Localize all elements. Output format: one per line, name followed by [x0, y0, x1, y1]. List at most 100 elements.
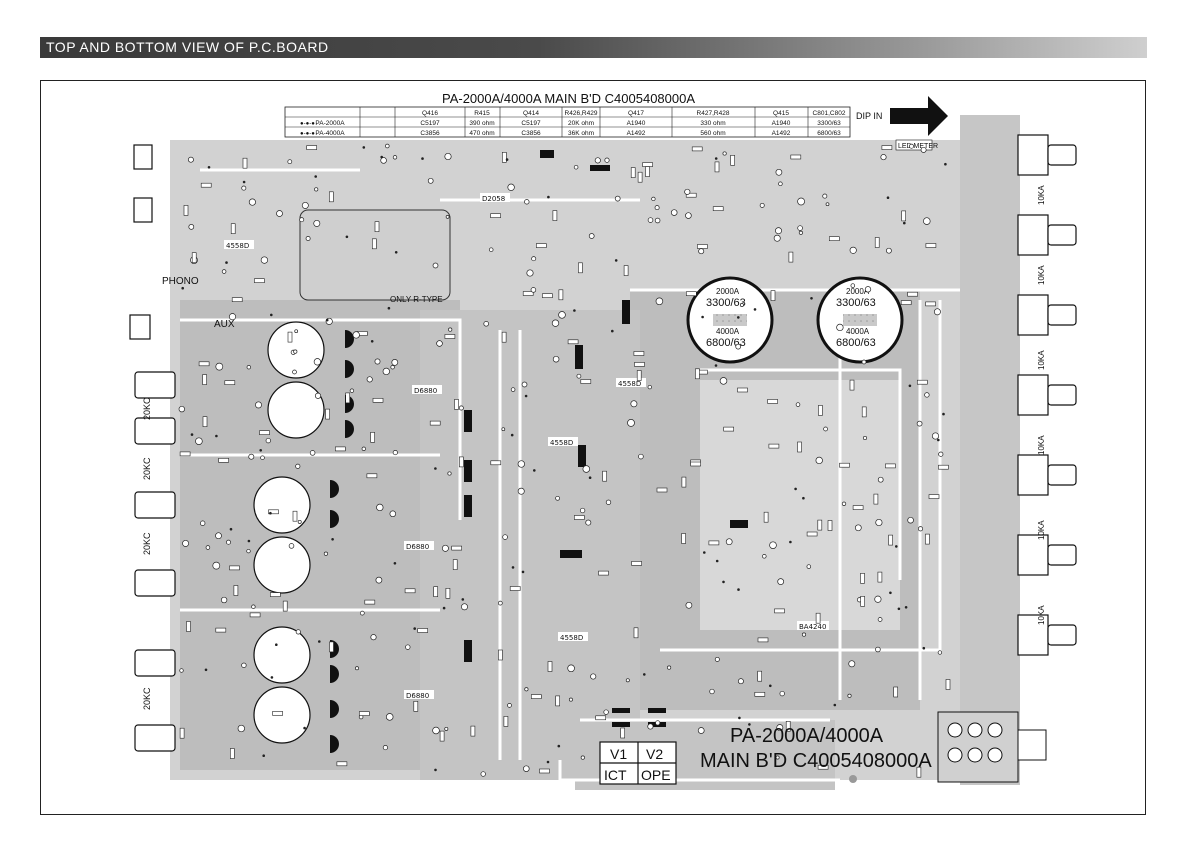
- component-footprint: [276, 210, 283, 217]
- component-footprint: [404, 588, 416, 594]
- component-footprint: [295, 463, 301, 469]
- component-footprint: [916, 766, 922, 778]
- component-footprint: [390, 365, 395, 370]
- ic-label-1: 4558D: [226, 242, 249, 250]
- component-footprint: [247, 539, 251, 543]
- component-footprint: [578, 262, 583, 274]
- component-footprint: [392, 155, 398, 160]
- component-footprint: [511, 566, 515, 569]
- component-footprint: [323, 551, 328, 556]
- component-footprint: [502, 534, 508, 540]
- spec-cell: 20K ohm: [568, 120, 594, 127]
- component-footprint: [269, 511, 272, 515]
- component-footprint: [775, 168, 783, 176]
- component-footprint: [790, 154, 802, 160]
- component-footprint: [698, 248, 705, 255]
- spec-cell: C5197: [521, 120, 541, 127]
- component-footprint: [417, 628, 429, 633]
- component-footprint: [567, 664, 575, 673]
- version-ict: ICT: [604, 767, 627, 783]
- component-footprint: [841, 501, 847, 506]
- component-footprint: [697, 727, 705, 734]
- dip-in-label: DIP IN: [856, 111, 882, 121]
- right-connector-6: 10KA: [1037, 605, 1046, 625]
- component-footprint: [524, 687, 529, 692]
- component-footprint: [380, 157, 387, 164]
- component-footprint: [691, 146, 703, 152]
- component-footprint: [432, 262, 439, 269]
- component-footprint: [806, 564, 812, 569]
- component-footprint: [708, 540, 720, 546]
- component-footprint: [847, 693, 852, 698]
- component-footprint: [860, 595, 865, 607]
- ic-label-6: D6880: [414, 387, 437, 395]
- component-footprint: [759, 202, 765, 208]
- component-footprint: [524, 199, 530, 205]
- component-footprint: [555, 695, 561, 707]
- component-footprint: [547, 195, 550, 199]
- component-footprint: [282, 600, 288, 612]
- component-footprint: [928, 494, 940, 499]
- component-footprint: [789, 540, 792, 544]
- component-footprint: [178, 405, 185, 413]
- component-footprint: [681, 533, 686, 544]
- component-footprint: [778, 181, 783, 187]
- component-footprint: [907, 516, 914, 524]
- component-footprint: [815, 456, 823, 465]
- transistors: [330, 330, 354, 753]
- spec-row-marker: ●-●-●: [300, 121, 315, 127]
- component-footprint: [546, 760, 550, 764]
- component-footprint: [762, 554, 767, 559]
- component-footprint: [260, 256, 269, 264]
- component-footprint: [822, 193, 828, 199]
- component-footprint: [392, 450, 398, 456]
- component-footprint: [405, 644, 411, 650]
- board-top-title: PA-2000A/4000A MAIN B'D C4005408000A: [442, 91, 695, 106]
- component-footprint: [770, 290, 776, 301]
- spec-cell: PA-4000A: [315, 130, 345, 137]
- component-footprint: [292, 510, 298, 522]
- component-footprint: [551, 319, 560, 327]
- component-footprint: [573, 515, 585, 520]
- component-footprint: [875, 518, 883, 527]
- left-connector-2: 20KC: [142, 457, 152, 480]
- speaker-terminal-block: [937, 711, 1047, 783]
- component-footprint: [445, 587, 451, 599]
- component-footprint: [509, 586, 521, 591]
- component-footprint: [797, 197, 805, 206]
- component-footprint: [385, 713, 394, 721]
- component-footprint: [259, 449, 263, 452]
- right-connector-3: 10KA: [1037, 350, 1046, 370]
- component-footprint: [738, 716, 741, 720]
- component-footprint: [614, 259, 618, 262]
- component-footprint: [444, 726, 449, 731]
- component-footprint: [849, 246, 857, 254]
- component-footprint: [945, 679, 951, 690]
- component-footprint: [773, 234, 781, 242]
- component-footprint: [904, 606, 908, 609]
- ic-label-5: BA4240: [799, 623, 826, 631]
- component-footprint: [714, 157, 718, 160]
- component-footprint: [387, 306, 391, 310]
- component-footprint: [531, 256, 537, 262]
- component-footprint: [685, 291, 697, 297]
- spec-cell: 36K ohm: [568, 130, 594, 137]
- component-footprint: [817, 764, 829, 770]
- component-footprint: [470, 725, 476, 737]
- component-footprint: [719, 377, 728, 385]
- component-footprint: [647, 217, 654, 223]
- component-footprint: [488, 247, 494, 252]
- component-footprint: [295, 629, 301, 635]
- component-footprint: [391, 359, 399, 366]
- component-footprint: [785, 720, 791, 732]
- component-footprint: [877, 476, 884, 483]
- component-footprint: [413, 627, 417, 630]
- component-footprint: [230, 223, 236, 234]
- component-footprint: [580, 755, 585, 760]
- component-footprint: [207, 166, 211, 169]
- component-footprint: [651, 196, 656, 202]
- component-footprint: [248, 453, 255, 460]
- component-footprint: [355, 666, 359, 671]
- component-footprint: [272, 711, 283, 716]
- component-footprint: [631, 561, 642, 566]
